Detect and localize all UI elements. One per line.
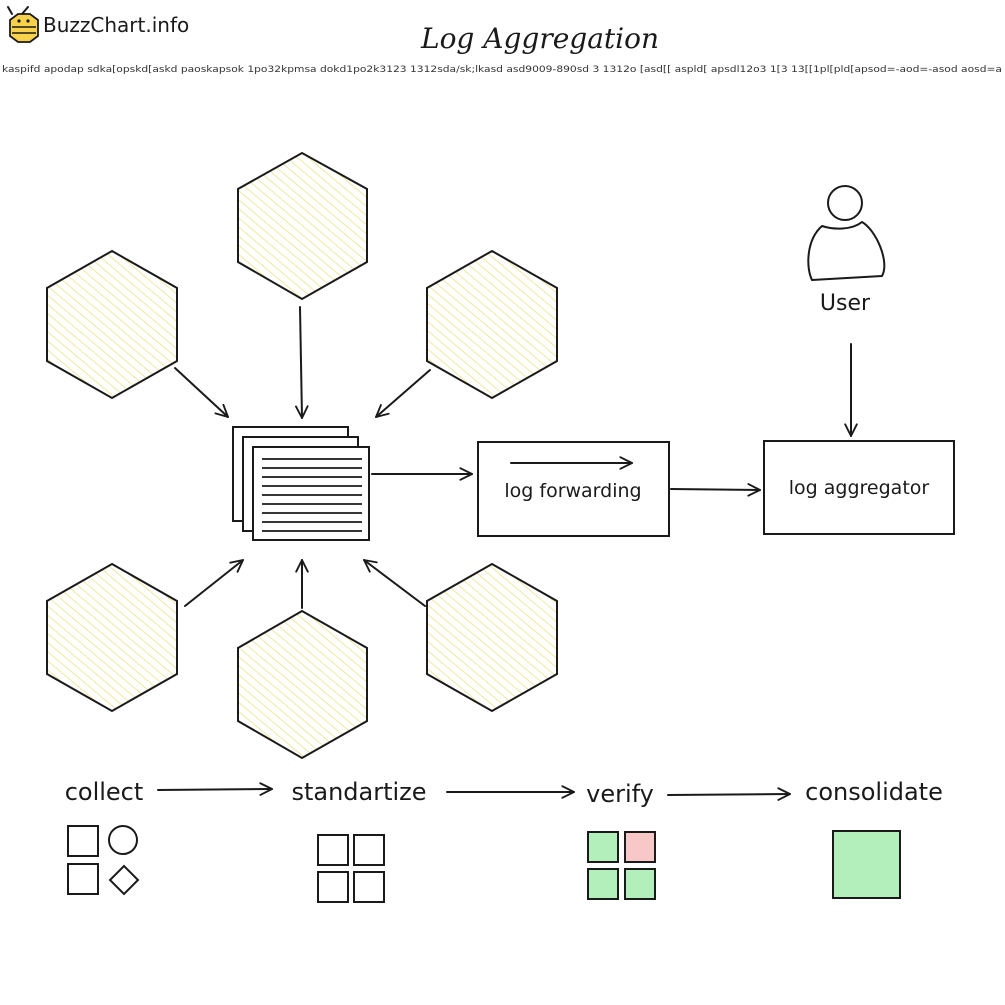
arrow [157,782,273,796]
step-label-collect: collect [65,778,144,806]
step-label-verify: verify [586,780,654,808]
source-hexagon [237,609,368,760]
brand-name: BuzzChart.info [43,13,189,37]
standartize-grid-icon [317,834,385,903]
page-title: Log Aggregation [420,22,659,55]
log-files-icon [232,426,370,541]
log-aggregator-box[interactable]: log aggregator [763,440,955,535]
user-node[interactable]: User [807,185,886,316]
consolidate-square-icon [832,830,901,899]
arrow [375,369,431,418]
arrow [667,787,791,801]
arrow [363,559,426,607]
arrow [670,483,761,497]
log-aggregator-label: log aggregator [789,477,930,499]
source-hexagon [46,249,178,400]
source-hexagon [426,249,558,400]
collect-shapes-icon [67,825,140,896]
page-subtitle: kaspifd apodap sdka[opskd[askd paoskapso… [2,65,1002,75]
source-hexagon [426,562,558,713]
step-label-standartize: standartize [291,778,426,806]
source-hexagon [237,151,368,301]
step-label-consolidate: consolidate [805,778,943,806]
brand-logo[interactable]: BuzzChart.info [7,6,189,43]
log-forwarding-label: log forwarding [504,480,641,502]
arrow [184,559,244,607]
arrow [174,367,229,418]
bee-icon [7,6,39,43]
verify-grid-icon [587,831,656,900]
user-label: User [820,291,871,316]
arrow [295,306,309,419]
user-icon [807,185,886,281]
source-hexagon [46,562,178,713]
log-forwarding-box[interactable]: log forwarding [477,441,670,537]
